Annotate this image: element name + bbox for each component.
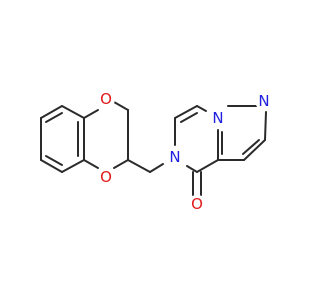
atom-n-bridge: N <box>209 109 227 127</box>
double-bond-inner <box>242 139 260 155</box>
bond <box>149 163 164 173</box>
bond <box>196 159 219 173</box>
atom-o-carbonyl: O <box>188 195 206 213</box>
atom-background <box>188 195 206 213</box>
dioxane-ring <box>83 101 129 169</box>
nitrogen-label: N <box>169 148 180 166</box>
atom-o-dioxane-bottom: O <box>97 168 115 186</box>
molecule-canvas: O O N N N O <box>40 90 273 213</box>
pyrazinone-ring <box>174 105 219 173</box>
atom-o-dioxane-top: O <box>97 90 115 108</box>
atom-background <box>209 109 227 127</box>
atom-background <box>97 168 115 186</box>
benzene-ring <box>40 105 85 173</box>
bond <box>83 109 99 119</box>
bond <box>243 139 266 161</box>
methylene-linker <box>127 159 164 173</box>
double-bond-inner <box>45 155 63 166</box>
bond <box>40 105 63 119</box>
double-bond-inner <box>180 112 198 123</box>
double-bond-inner <box>45 112 63 123</box>
atom-background <box>97 90 115 108</box>
bond <box>186 165 198 173</box>
bond <box>113 101 129 111</box>
bond <box>113 159 129 169</box>
atom-n-amide: N <box>166 148 184 166</box>
oxygen-label: O <box>191 195 203 213</box>
bond <box>61 105 85 119</box>
bond <box>264 111 267 141</box>
bond <box>83 159 99 169</box>
carbonyl-group <box>192 171 202 196</box>
nitrogen-label: N <box>212 109 223 127</box>
bond <box>127 159 151 173</box>
atom-background <box>166 148 184 166</box>
oxygen-label: O <box>100 90 112 108</box>
atom-n-pyrazole: N <box>255 92 273 110</box>
pyrazole-ring <box>217 105 267 161</box>
bond <box>174 105 198 119</box>
bond <box>196 105 207 112</box>
nitrogen-label: N <box>258 92 269 110</box>
oxygen-label: O <box>100 168 112 186</box>
structure-diagram: O O N N N O <box>40 90 273 213</box>
atom-background <box>255 92 273 110</box>
bond <box>61 159 85 173</box>
bond <box>40 159 63 173</box>
